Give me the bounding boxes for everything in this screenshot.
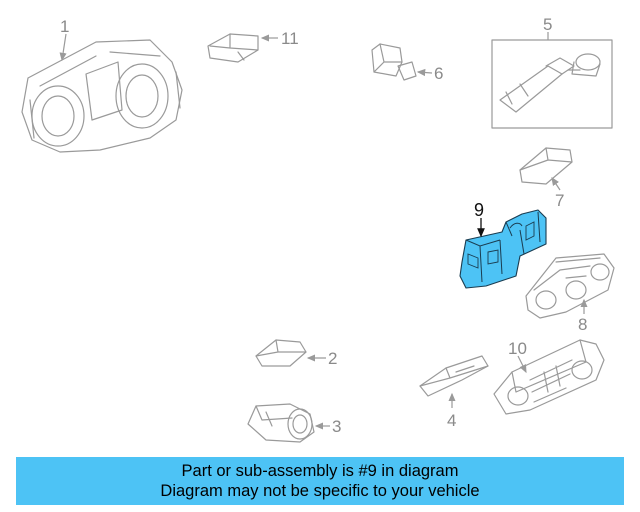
callout-1: 1 xyxy=(60,17,69,36)
part-8-climate-control xyxy=(525,253,615,319)
part-11-switch xyxy=(207,33,278,63)
part-6-connector xyxy=(371,43,433,81)
part-7-module xyxy=(519,147,573,191)
callout-10: 10 xyxy=(508,339,527,358)
callout-5: 5 xyxy=(543,15,552,34)
caption-line-1: Part or sub-assembly is #9 in diagram xyxy=(181,462,459,480)
parts-diagram: 1 2 3 4 5 6 7 8 9 10 11 xyxy=(21,15,615,443)
part-5-boxed-switch xyxy=(491,32,613,129)
part-9-bracket-highlighted xyxy=(459,209,547,289)
caption-line-2: Diagram may not be specific to your vehi… xyxy=(160,482,480,500)
callout-8: 8 xyxy=(578,315,587,334)
callout-3: 3 xyxy=(332,417,341,436)
part-4-long-switch xyxy=(419,355,489,408)
part-2-switch xyxy=(255,339,326,367)
callout-2: 2 xyxy=(328,349,337,368)
part-3-rotary-switch xyxy=(247,403,330,443)
callout-4: 4 xyxy=(447,411,456,430)
callout-11: 11 xyxy=(281,29,299,48)
callout-6: 6 xyxy=(434,64,443,83)
callout-7: 7 xyxy=(555,191,564,210)
caption-banner: Part or sub-assembly is #9 in diagram Di… xyxy=(16,457,624,505)
part-10-control-panel xyxy=(493,339,605,415)
callout-9: 9 xyxy=(474,200,484,220)
part-1-instrument-cluster xyxy=(21,33,183,153)
